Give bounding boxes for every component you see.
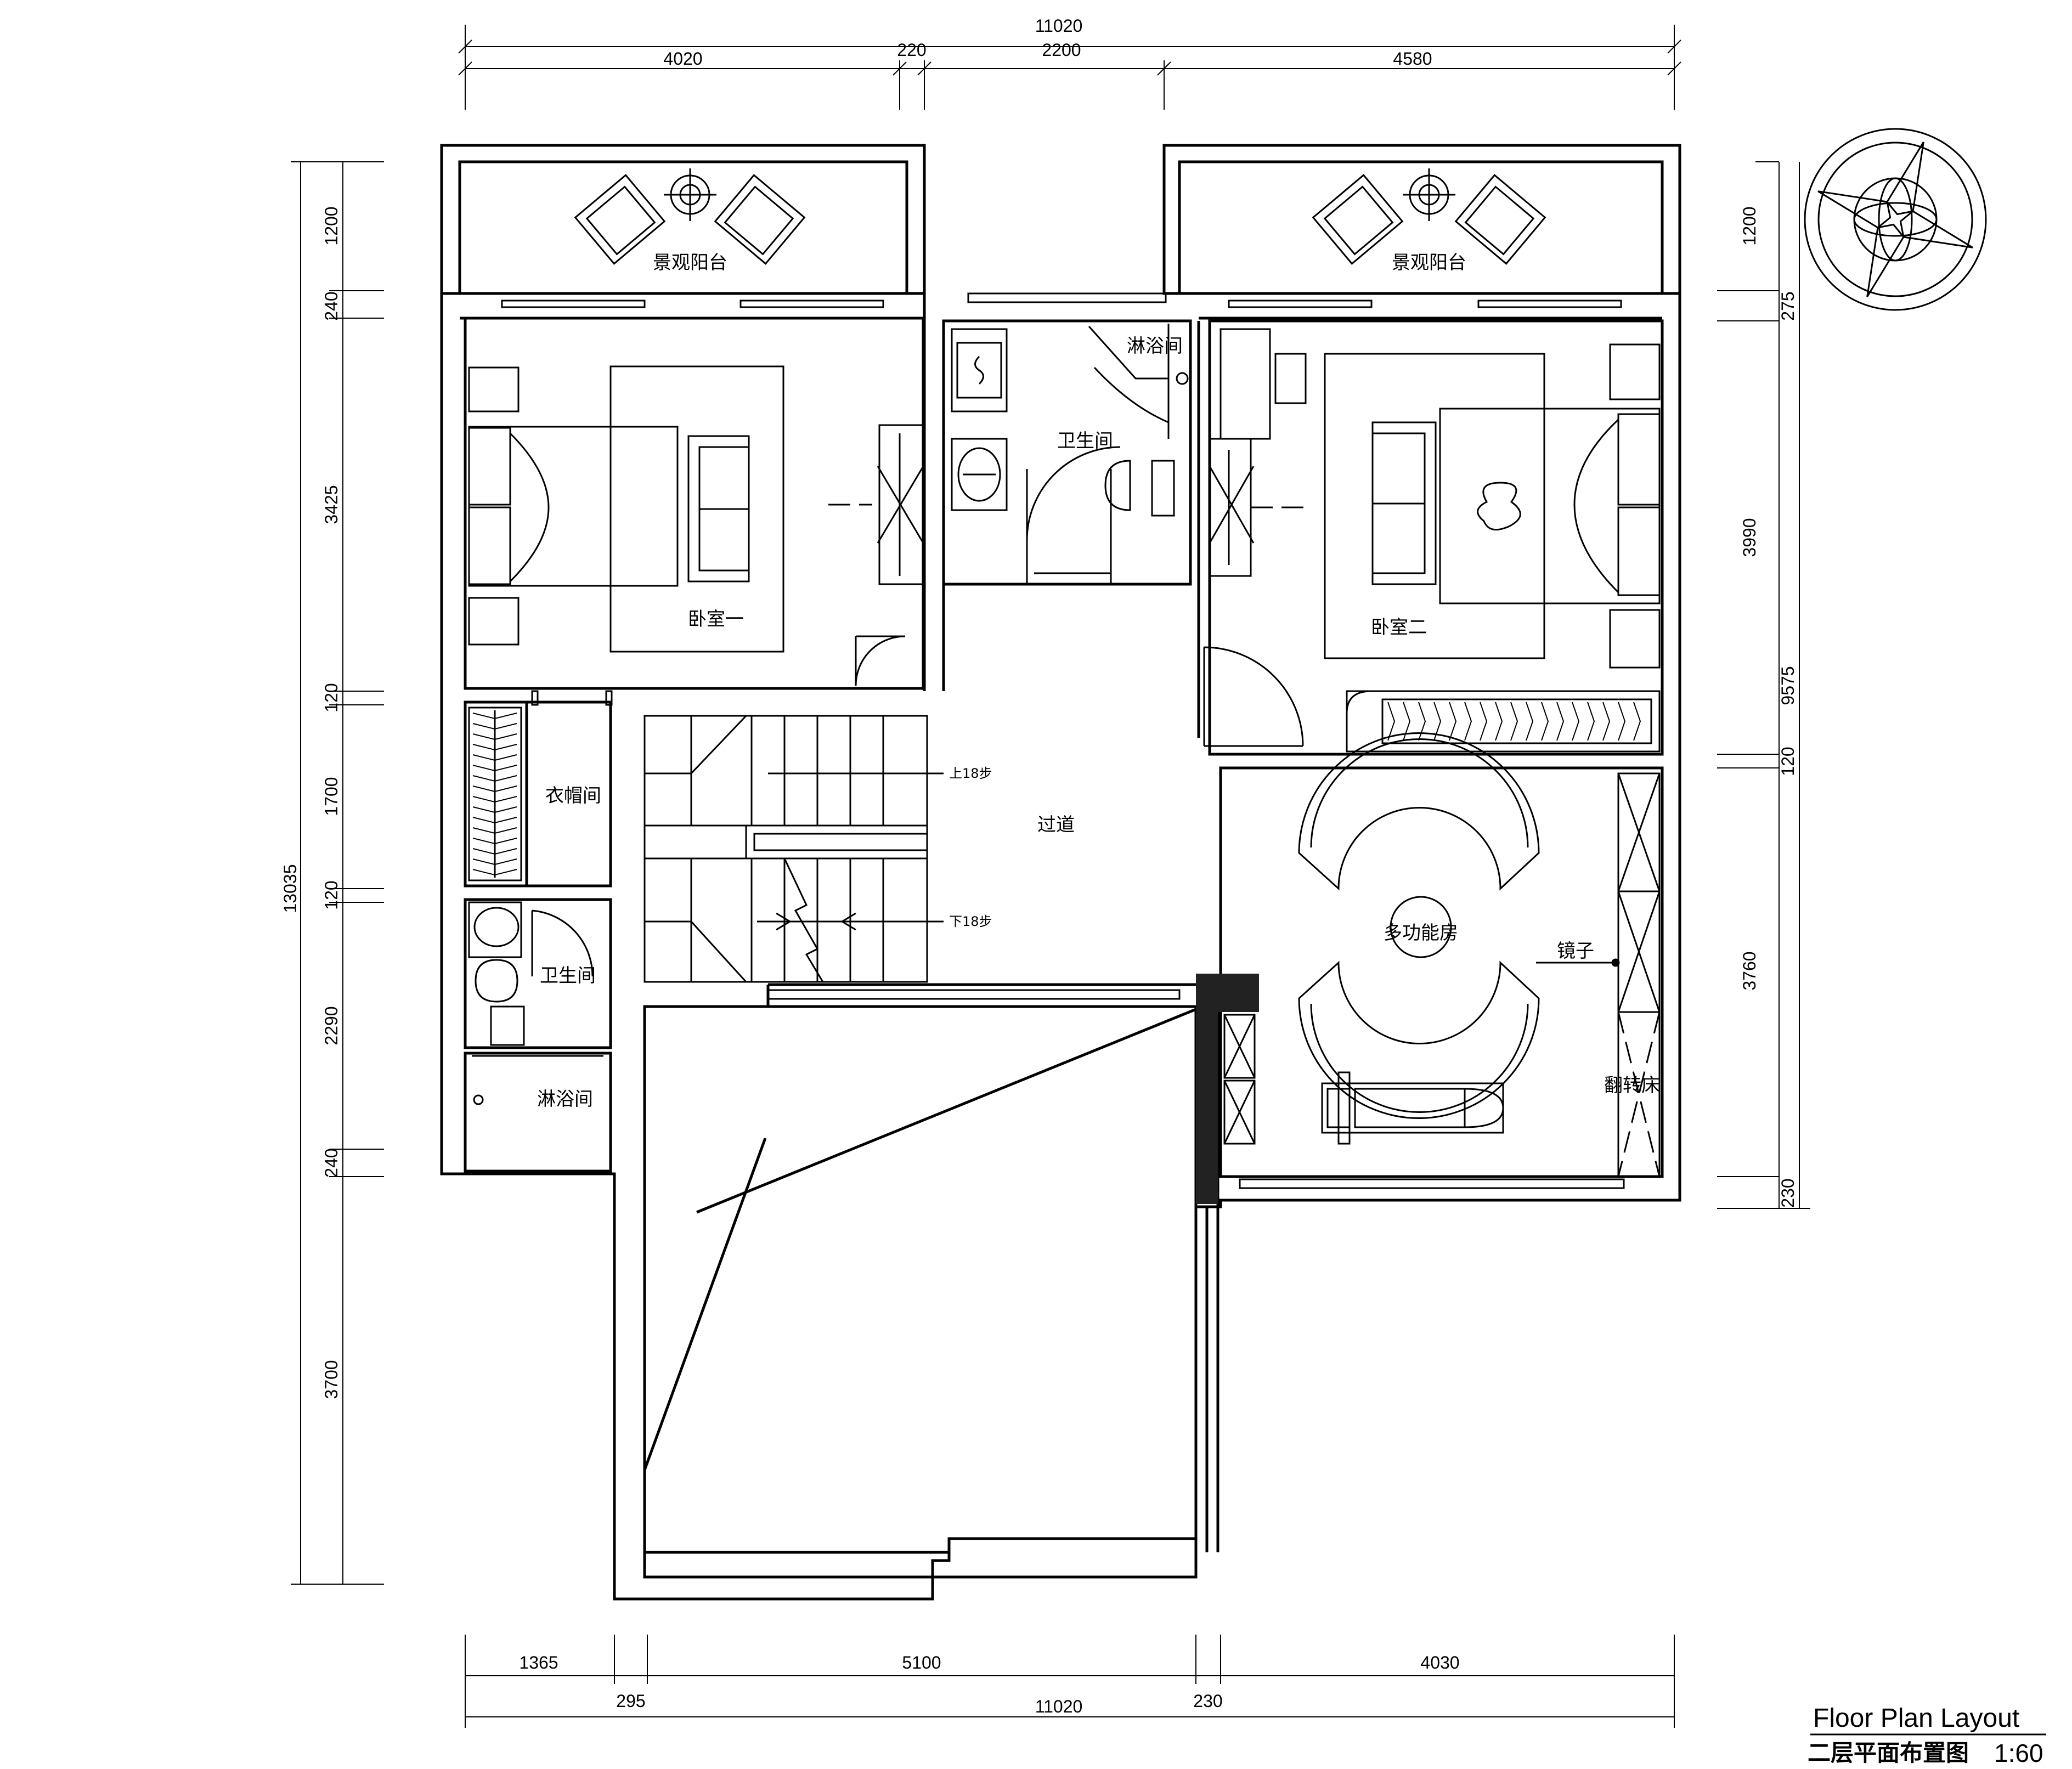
hanger [1526, 702, 1534, 741]
hanger [472, 827, 517, 834]
hanger [472, 785, 517, 793]
dim-right-5: 3760 [1740, 951, 1759, 990]
wall-cabinet [1223, 1014, 1256, 1145]
dim-left-4: 120 [321, 683, 341, 712]
hanger [1633, 702, 1641, 741]
hanger [472, 796, 517, 803]
hanger [1602, 702, 1611, 741]
label-shower-top: 淋浴间 [1127, 335, 1183, 357]
dim-left-1: 1200 [321, 206, 341, 245]
title-block: Floor Plan Layout 二层平面布置图 1:60 [1808, 1704, 2046, 1767]
dim-left-8: 240 [321, 1148, 341, 1177]
bedroom-two-wardrobe-hangers [1387, 702, 1641, 741]
cloakroom-fixtures [468, 690, 613, 881]
title-chinese: 二层平面布置图 [1808, 1739, 1969, 1766]
dim-right-2: 275 [1778, 291, 1798, 320]
hanger [472, 723, 517, 730]
hanger [1449, 702, 1457, 741]
label-bathroom-left: 卫生间 [540, 965, 596, 987]
label-bathroom-top: 卫生间 [1057, 430, 1113, 452]
hanger [472, 733, 517, 741]
compass-icon [1804, 128, 1987, 311]
hanger [1480, 702, 1488, 741]
balcony-right-furniture [1312, 168, 1546, 265]
dim-left-2: 240 [321, 291, 341, 320]
label-cloakroom: 衣帽间 [545, 785, 601, 807]
hanger [1572, 702, 1580, 741]
dim-right-1: 1200 [1740, 206, 1759, 245]
dim-top-4: 4580 [1393, 49, 1432, 69]
label-stairs-up: 上18步 [949, 766, 992, 781]
structural-column-top [1218, 974, 1259, 1012]
hanger [472, 817, 517, 824]
hanger [472, 848, 517, 855]
bathroom-top-fixtures [951, 324, 1189, 584]
label-stairs-down: 下18步 [949, 914, 992, 929]
hanger [472, 838, 517, 845]
structural-column [1196, 974, 1218, 1204]
balcony-left-furniture [574, 168, 806, 265]
label-bedroom-two: 卧室二 [1371, 617, 1427, 638]
dim-right-total: 9575 [1778, 666, 1798, 705]
label-mirror: 镜子 [1557, 940, 1594, 962]
hanger [1587, 702, 1595, 741]
hanger [472, 744, 517, 751]
dim-left-7: 2290 [321, 1006, 341, 1045]
dim-left-9: 3700 [321, 1360, 341, 1399]
windows [501, 292, 1625, 1189]
hanger [472, 754, 517, 761]
hanger [472, 713, 517, 720]
dim-bottom-5: 4030 [1420, 1653, 1459, 1672]
hanger [1418, 702, 1426, 741]
label-shower-left: 淋浴间 [537, 1088, 593, 1110]
dim-left-6: 120 [321, 880, 341, 909]
cloakroom-hangers [472, 713, 517, 876]
hanger [472, 775, 517, 782]
dim-top-total: 11020 [1035, 16, 1083, 36]
hanger [1618, 702, 1626, 741]
hanger [1510, 702, 1518, 741]
hanger [472, 765, 517, 772]
dim-top-2: 220 [897, 40, 926, 60]
label-multifunction-room: 多功能房 [1384, 922, 1458, 944]
dimension-labels: 11020 4020 220 2200 4580 13035 1200 240 … [280, 16, 1798, 1716]
bathroom-left-fixtures [468, 901, 603, 1105]
dim-left-3: 3425 [321, 485, 341, 524]
bedroom-two-furniture [1203, 328, 1661, 753]
multifunction-room-furniture [1298, 732, 1661, 1178]
hanger [1556, 702, 1565, 741]
title-scale: 1:60 [1994, 1739, 2043, 1767]
dim-bottom-4: 230 [1193, 1691, 1222, 1711]
label-balcony-right: 景观阳台 [1392, 252, 1466, 274]
dimension-lines [291, 25, 1810, 1728]
hanger [1387, 702, 1396, 741]
hanger [472, 806, 517, 813]
hanger [472, 858, 517, 866]
hanger [472, 869, 517, 876]
label-flip-bed: 翻转床 [1604, 1075, 1660, 1097]
hanger [1495, 702, 1503, 741]
hanger [1541, 702, 1549, 741]
dim-top-1: 4020 [663, 49, 702, 69]
bedroom-one-furniture [468, 365, 924, 686]
dim-left-5: 1700 [321, 777, 341, 816]
room-labels: 景观阳台 景观阳台 卧室一 卧室二 卫生间 淋浴间 衣帽间 卫生间 淋浴间 过道… [537, 252, 1660, 1110]
hanger [1464, 702, 1472, 741]
title-english: Floor Plan Layout [1813, 1704, 2019, 1733]
label-balcony-left: 景观阳台 [653, 252, 727, 274]
dim-bottom-total: 11020 [1035, 1697, 1083, 1716]
dim-left-total: 13035 [280, 864, 300, 913]
dim-bottom-3: 5100 [902, 1653, 941, 1672]
label-bedroom-one: 卧室一 [688, 608, 744, 630]
label-corridor: 过道 [1037, 814, 1075, 836]
walls [440, 144, 1681, 1601]
dim-right-6: 230 [1778, 1178, 1798, 1207]
dim-bottom-2: 295 [616, 1691, 645, 1711]
dim-right-3: 3990 [1740, 518, 1759, 557]
staircase [643, 715, 944, 983]
dim-bottom-1: 1365 [519, 1653, 558, 1672]
dim-right-4: 120 [1778, 747, 1798, 776]
dim-top-3: 2200 [1042, 40, 1081, 60]
